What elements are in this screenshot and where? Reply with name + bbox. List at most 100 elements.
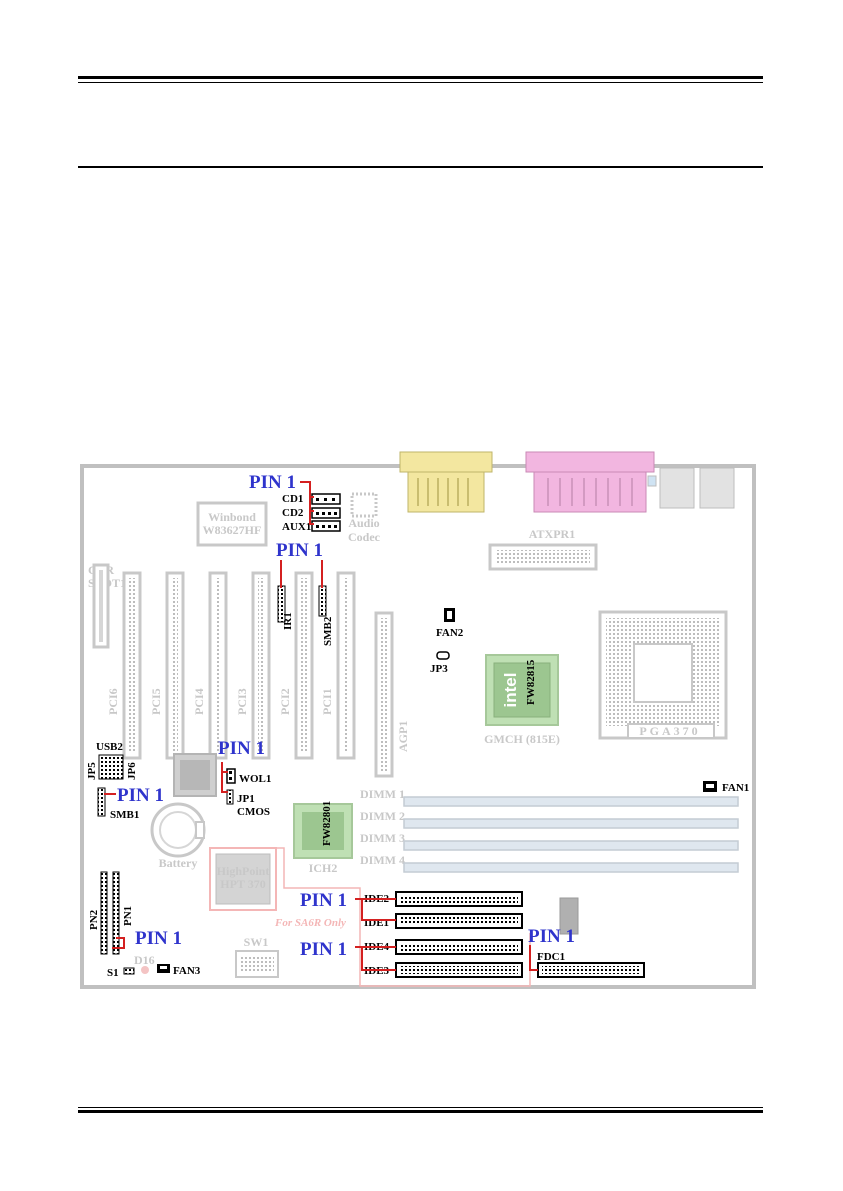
ich2-chip: FW82801 ICH2 xyxy=(293,801,353,875)
svg-text:FAN2: FAN2 xyxy=(436,627,464,639)
cd2-label: CD2 xyxy=(282,507,304,519)
cnr-slot: CNR SLOT1 xyxy=(88,563,126,649)
battery: Battery xyxy=(150,802,206,870)
svg-text:FDC1: FDC1 xyxy=(537,951,565,963)
svg-text:DIMM 4: DIMM 4 xyxy=(360,853,405,867)
svg-text:Winbond: Winbond xyxy=(208,510,256,524)
svg-text:S1: S1 xyxy=(107,967,119,979)
io-chip xyxy=(173,753,217,797)
svg-text:SMB1: SMB1 xyxy=(110,809,139,821)
svg-text:CMOS: CMOS xyxy=(237,806,270,818)
pci3-label: PCI3 xyxy=(235,688,249,715)
pin1-label-ide3-ide4: PIN 1 xyxy=(300,939,347,960)
pin1-label-ide1-ide2: PIN 1 xyxy=(300,890,347,911)
dimm3-slot: DIMM 3 xyxy=(360,831,739,851)
svg-text:IDE1: IDE1 xyxy=(364,917,389,929)
winbond-chip: Winbond W83627HF xyxy=(196,501,268,547)
hpt370-chip: HighPoint HPT 370 xyxy=(209,847,277,911)
svg-text:PGA370: PGA370 xyxy=(639,724,700,738)
atxpr1-connector: ATXPR1 xyxy=(488,527,598,571)
svg-text:HighPoint: HighPoint xyxy=(217,864,270,878)
hpt-area-outline xyxy=(276,847,531,987)
pin1-label-fdc1: PIN 1 xyxy=(528,926,575,947)
pci5-label: PCI5 xyxy=(149,688,163,715)
pci1-slot xyxy=(336,571,356,760)
svg-text:ICH2: ICH2 xyxy=(309,861,338,875)
fan1-header: FAN1 xyxy=(703,781,749,794)
parallel-port xyxy=(525,451,655,513)
gmch-chip: intel FW82815 xyxy=(485,654,559,726)
svg-text:SW1: SW1 xyxy=(244,935,269,949)
svg-text:USB2: USB2 xyxy=(96,741,123,753)
sw1-dip-switch: SW1 xyxy=(235,935,279,978)
pci1-label: PCI1 xyxy=(320,688,334,715)
bottom-rule-thick xyxy=(78,1110,763,1113)
svg-text:FAN1: FAN1 xyxy=(722,782,749,794)
bottom-rule-thin xyxy=(78,1107,763,1108)
serial-port xyxy=(399,451,493,513)
svg-text:intel: intel xyxy=(501,673,520,708)
svg-text:AGP1: AGP1 xyxy=(396,721,410,752)
pin1-label-audio: PIN 1 xyxy=(249,472,296,493)
svg-text:FW82815: FW82815 xyxy=(525,659,537,705)
usb2-header: USB2 JP5 JP6 xyxy=(86,741,138,780)
svg-text:HPT 370: HPT 370 xyxy=(220,877,265,891)
aux1-label: AUX1 xyxy=(282,521,311,533)
svg-text:D16: D16 xyxy=(134,953,155,967)
svg-text:DIMM 2: DIMM 2 xyxy=(360,809,405,823)
svg-text:JP6: JP6 xyxy=(126,762,138,780)
audio-codec-chip: Audio Codec xyxy=(348,492,381,544)
svg-text:W83627HF: W83627HF xyxy=(203,523,262,537)
svg-text:ATXPR1: ATXPR1 xyxy=(529,527,575,541)
svg-text:JP5: JP5 xyxy=(86,762,98,780)
dimm1-slot: DIMM 1 xyxy=(360,787,739,807)
pci6-label: PCI6 xyxy=(106,688,120,715)
cd2-header xyxy=(311,507,341,519)
fan2-header: FAN2 xyxy=(436,608,464,639)
front-panel-headers: PN2 PN1 xyxy=(88,871,134,955)
top-rule-thin xyxy=(78,82,763,83)
dimm2-slot: DIMM 2 xyxy=(360,809,739,829)
pin1-label-smb1: PIN 1 xyxy=(117,785,164,806)
pin1-label-wol-jp1: PIN 1 xyxy=(218,738,265,759)
pin1-label-ir-smb2: PIN 1 xyxy=(276,540,323,561)
ide4-connector: IDE4 xyxy=(364,939,523,955)
aux1-header xyxy=(311,520,341,532)
svg-text:DIMM 3: DIMM 3 xyxy=(360,831,405,845)
svg-text:WOL1: WOL1 xyxy=(239,773,271,785)
svg-text:JP3: JP3 xyxy=(430,663,448,675)
pin1-leader-lines xyxy=(104,481,538,971)
section-rule xyxy=(78,166,763,168)
svg-text:PN2: PN2 xyxy=(88,909,100,930)
svg-text:IR1: IR1 xyxy=(282,612,294,630)
svg-text:Audio: Audio xyxy=(348,516,379,530)
d16-led: D16 xyxy=(134,953,155,974)
pga370-socket: PGA370 xyxy=(598,610,728,740)
fan3-header: FAN3 xyxy=(157,964,201,977)
svg-text:FAN3: FAN3 xyxy=(173,965,201,977)
jp1-jumper: JP1 CMOS xyxy=(226,789,270,818)
s1-switch: S1 xyxy=(107,967,135,979)
pci5-slot xyxy=(165,571,185,760)
pci4-label: PCI4 xyxy=(192,688,206,715)
wol1-header: WOL1 xyxy=(226,768,271,785)
svg-text:SMB2: SMB2 xyxy=(322,616,334,646)
smb1-header: SMB1 xyxy=(97,787,139,821)
dimm4-slot: DIMM 4 xyxy=(360,853,739,873)
svg-text:DIMM 1: DIMM 1 xyxy=(360,787,405,801)
svg-text:PN1: PN1 xyxy=(122,906,134,926)
ide1-connector: IDE1 xyxy=(364,913,523,929)
pci3-slot xyxy=(251,571,271,760)
pci2-slot xyxy=(294,571,314,760)
svg-text:FW82801: FW82801 xyxy=(321,801,333,846)
pin1-label-front-panel: PIN 1 xyxy=(135,928,182,949)
svg-text:Codec: Codec xyxy=(348,530,381,544)
pci2-label: PCI2 xyxy=(278,688,292,715)
jp3-jumper: JP3 xyxy=(430,651,450,675)
cd1-header xyxy=(311,493,341,505)
pci6-slot xyxy=(122,571,142,760)
cd1-label: CD1 xyxy=(282,493,303,505)
svg-text:JP1: JP1 xyxy=(237,793,255,805)
svg-text:Battery: Battery xyxy=(159,856,198,870)
